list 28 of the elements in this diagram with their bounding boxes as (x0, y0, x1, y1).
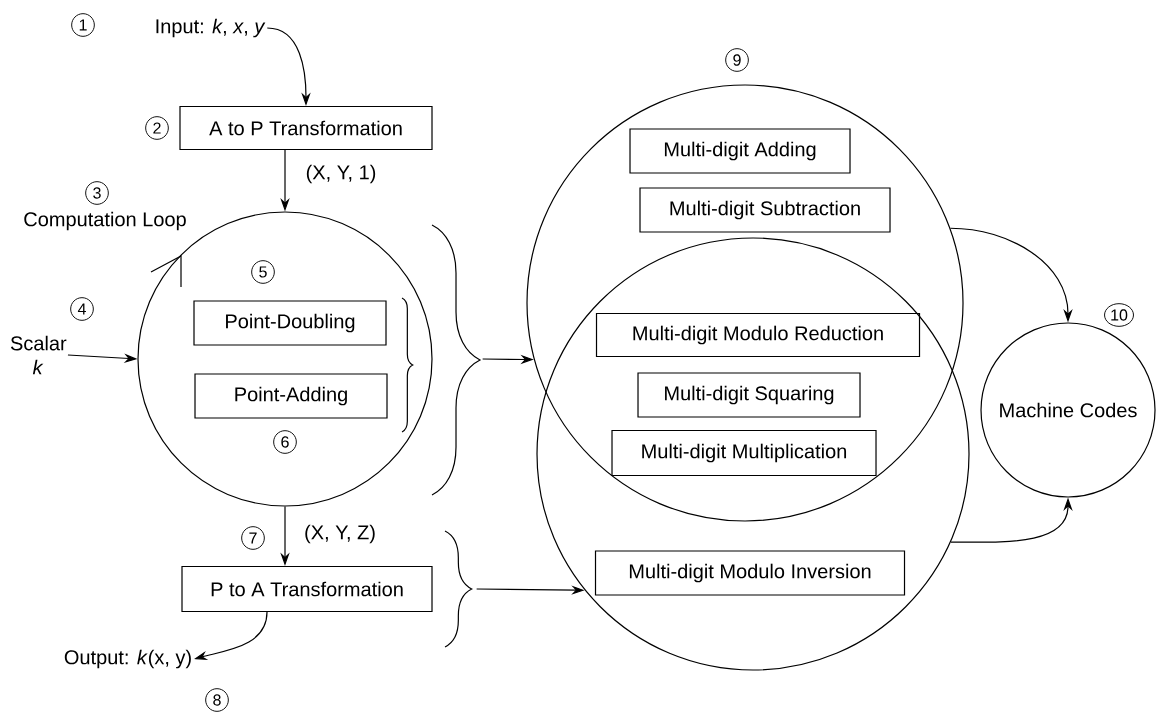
large-circle (536, 237, 970, 671)
input-text: Scalar k (10, 335, 67, 375)
callout-number: 2 (145, 116, 169, 140)
process-box: Multi-digit Squaring (637, 372, 861, 418)
edge-label: (X, Y, 1) (304, 163, 378, 185)
callout-number: 9 (725, 48, 749, 72)
callout-number: 6 (273, 430, 297, 454)
process-box: Point-Doubling (193, 300, 387, 346)
callout-number: 10 (1104, 303, 1134, 327)
callout-number: 7 (241, 526, 265, 550)
process-box: Multi-digit Adding (629, 128, 851, 174)
large-circle (526, 84, 964, 522)
callout-number: 5 (251, 260, 275, 284)
callout-number: 3 (85, 181, 109, 205)
process-box: Multi-digit Multiplication (611, 429, 877, 477)
callout-number: 1 (71, 13, 95, 37)
input-text: Input: k, x, y (156, 18, 266, 38)
output-text: Output: k(x, y) (64, 649, 191, 669)
process-box: A to P Transformation (179, 105, 433, 151)
callout-number: 4 (70, 297, 94, 321)
edge-label: (X, Y, Z) (302, 523, 378, 545)
process-box: P to A Transformation (181, 565, 433, 613)
process-box: Multi-digit Modulo Reduction (595, 312, 921, 358)
process-box: Multi-digit Modulo Inversion (594, 550, 906, 596)
process-box: Point-Adding (194, 373, 388, 419)
loop-title: Computation Loop (24, 211, 186, 231)
callout-number: 8 (205, 688, 229, 712)
process-box: Multi-digit Subtraction (639, 187, 891, 233)
